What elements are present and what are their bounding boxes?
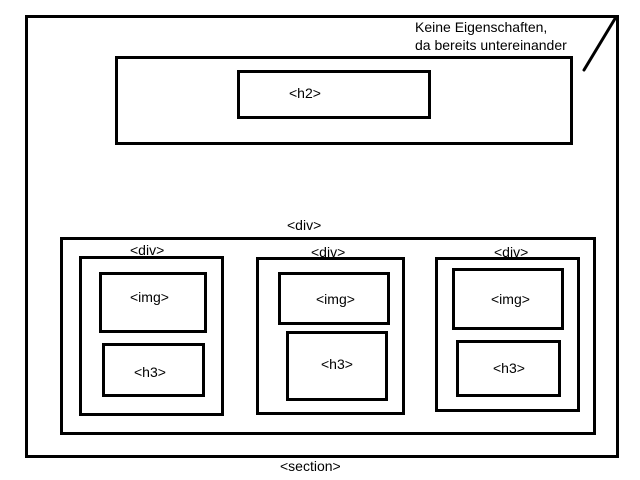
annotation-line-1: Keine Eigenschaften, bbox=[415, 19, 548, 35]
card-1-box bbox=[79, 256, 224, 416]
card-3-h3-box bbox=[456, 340, 561, 397]
card-2-img-label: <img> bbox=[316, 291, 355, 307]
cards-container-label: <div> bbox=[287, 217, 322, 233]
card-3-box bbox=[435, 257, 580, 412]
card-1-img-label: <img> bbox=[130, 289, 169, 305]
card-3-h3-label: <h3> bbox=[493, 360, 525, 376]
card-3-label: <div> bbox=[494, 244, 529, 260]
card-2-h3-box bbox=[286, 331, 388, 401]
h2-box bbox=[237, 70, 431, 119]
card-1-h3-label: <h3> bbox=[134, 364, 166, 380]
header-block bbox=[115, 56, 573, 145]
card-3-img-label: <img> bbox=[491, 291, 530, 307]
card-1-img-box bbox=[99, 272, 207, 333]
section-label: <section> bbox=[280, 458, 341, 474]
card-2-img-box bbox=[278, 272, 390, 325]
card-2-label: <div> bbox=[311, 244, 346, 260]
card-2-h3-label: <h3> bbox=[321, 356, 353, 372]
card-1-label: <div> bbox=[130, 242, 165, 258]
card-3-img-box bbox=[452, 268, 564, 330]
section-box bbox=[25, 15, 619, 458]
cards-container-box bbox=[60, 237, 596, 435]
annotation-line-2: da bereits untereinander bbox=[415, 37, 567, 53]
h2-label: <h2> bbox=[289, 85, 321, 101]
card-2-box bbox=[256, 257, 405, 415]
card-1-h3-box bbox=[102, 343, 205, 397]
